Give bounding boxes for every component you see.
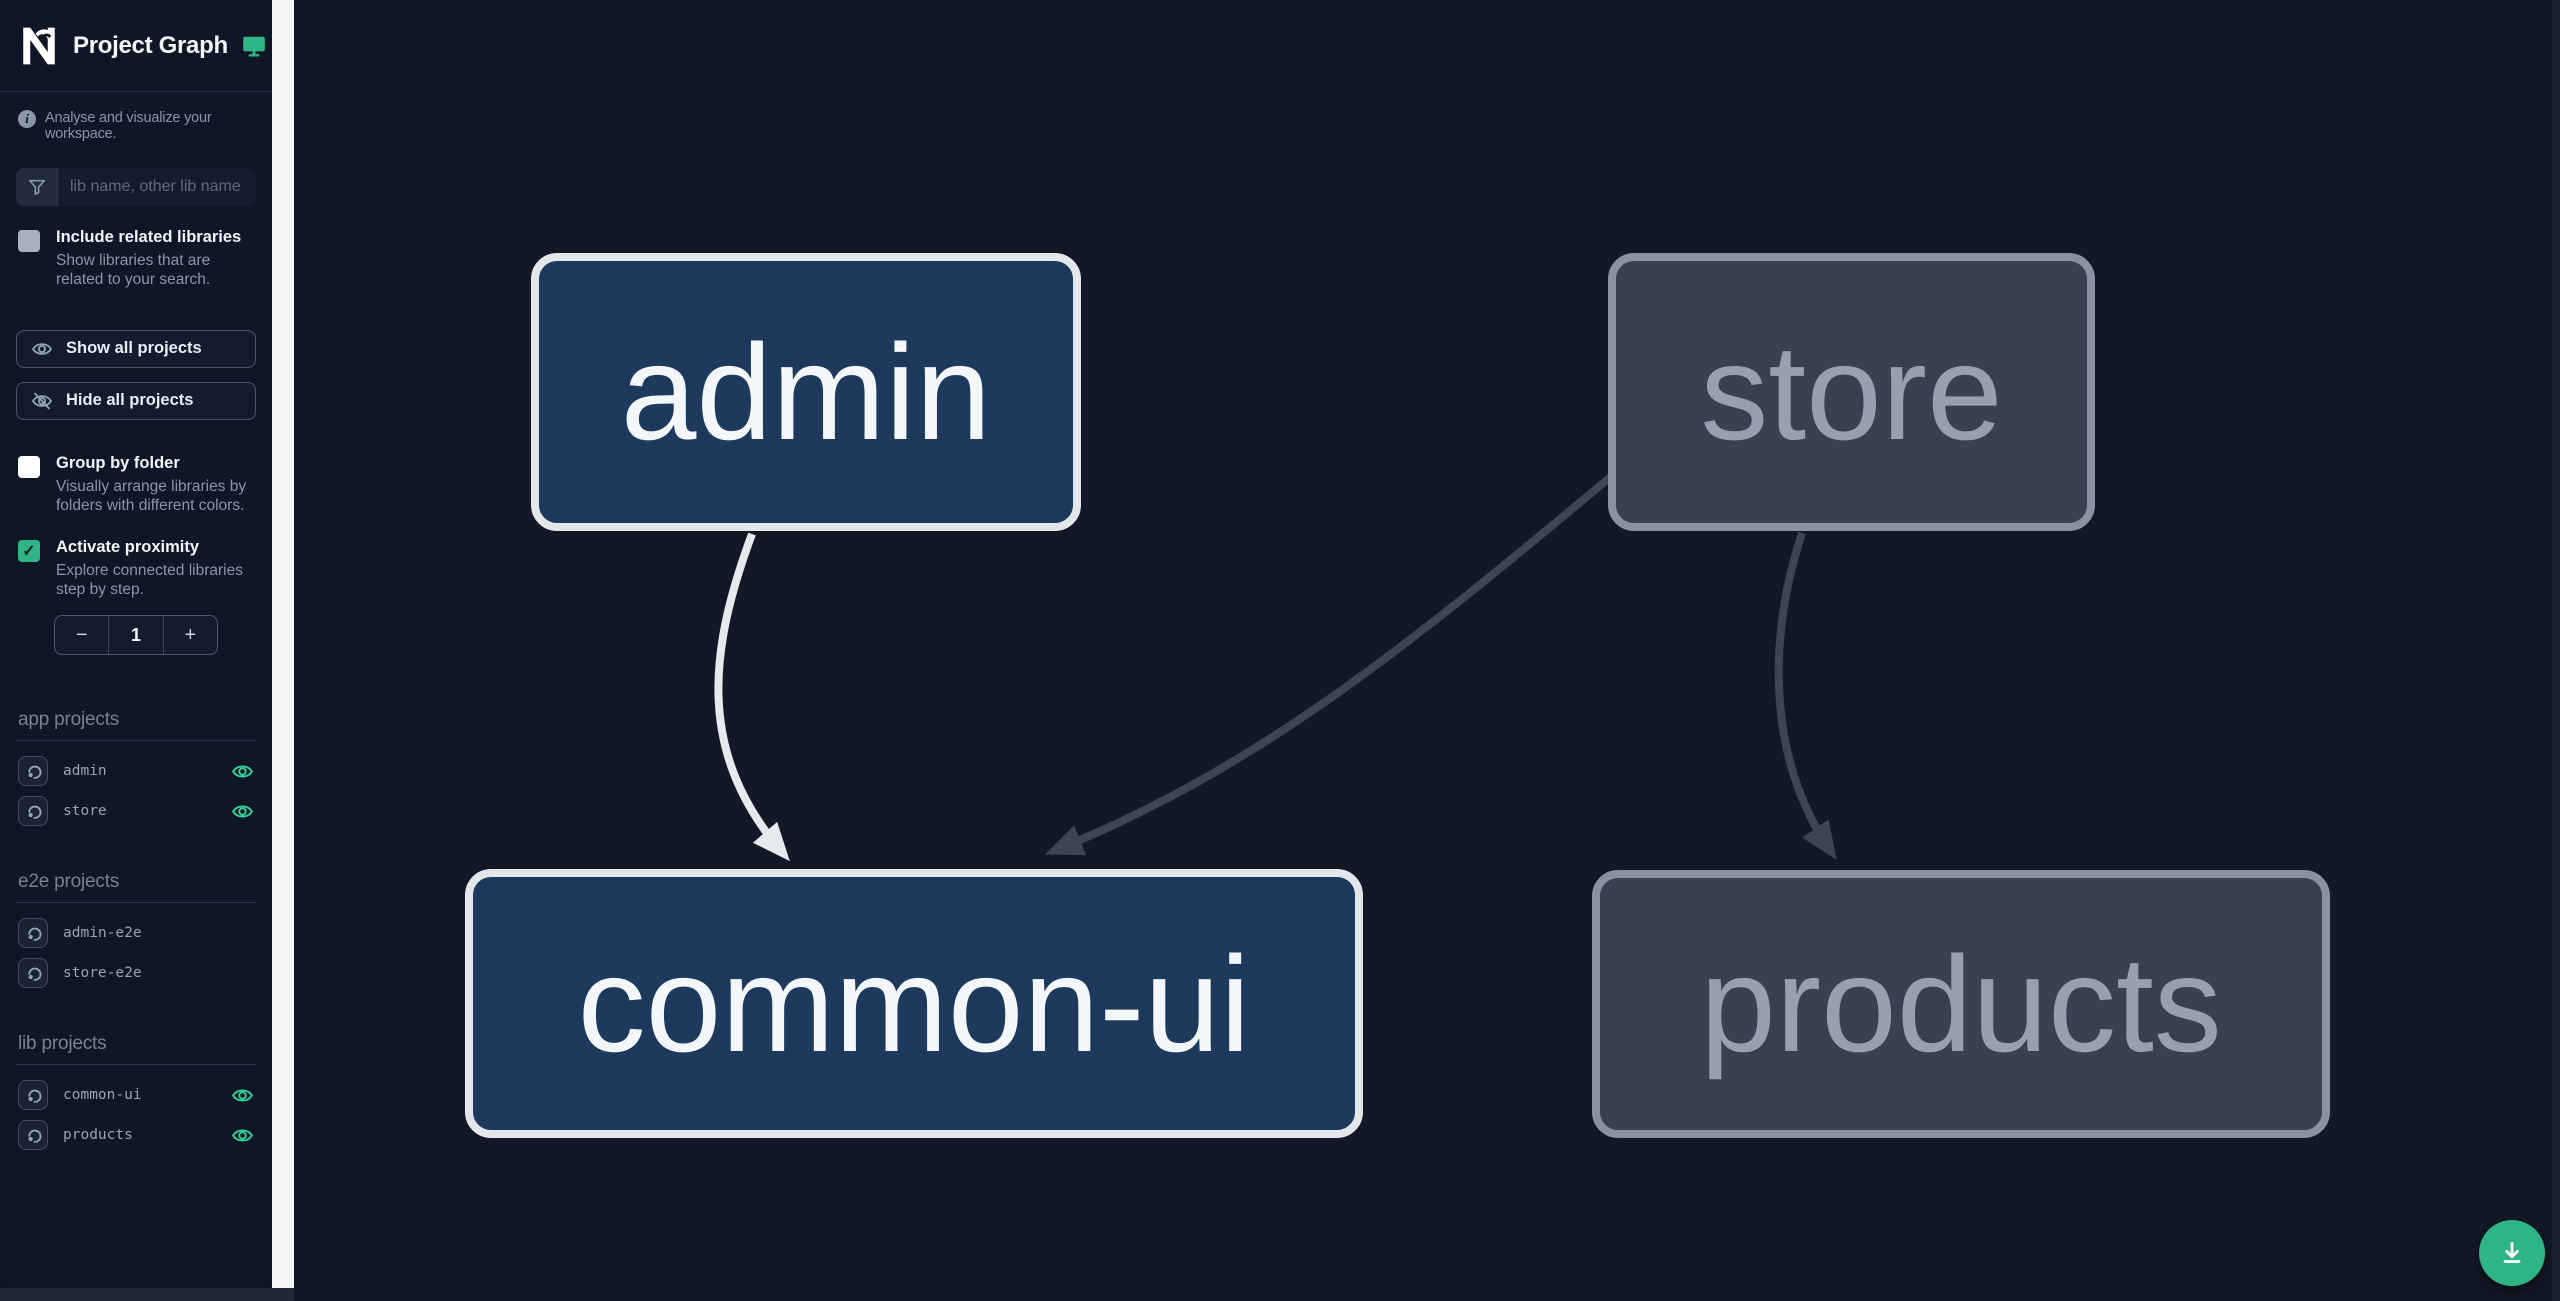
page-title: Project Graph [73, 31, 228, 59]
horizontal-scrollbar[interactable] [0, 1288, 294, 1301]
vertical-scrollbar[interactable] [2552, 0, 2560, 1301]
section-title: lib projects [16, 1033, 256, 1066]
project-item-store-e2e[interactable]: store-e2e [16, 953, 256, 993]
include-related-description: Show libraries that are related to your … [56, 252, 211, 289]
project-name: admin [63, 763, 107, 780]
sidebar-header: Project Graph [0, 0, 272, 92]
info-icon: i [18, 110, 36, 128]
project-item-store[interactable]: store [16, 791, 256, 831]
group-by-folder-label: Group by folder [56, 453, 180, 472]
project-item-admin-e2e[interactable]: admin-e2e [16, 913, 256, 953]
activate-proximity-label: Activate proximity [56, 537, 200, 556]
sidebar-divider[interactable] [272, 0, 294, 1288]
workspace-tagline: i Analyse and visualize your workspace. [18, 110, 254, 142]
node-products[interactable]: products [1592, 870, 2330, 1138]
sidebar: Project Graph i Analyse and visualize yo… [0, 0, 272, 1288]
node-store[interactable]: store [1608, 253, 2095, 531]
project-name: store [63, 803, 107, 820]
activate-proximity-row: Activate proximity Explore connected lib… [18, 538, 254, 600]
include-related-label: Include related libraries [56, 228, 242, 246]
activate-proximity-description: Explore connected libraries step by step… [56, 561, 243, 598]
edge-store-common-ui[interactable] [1044, 470, 1617, 856]
group-by-folder-row: Group by folder Visually arrange librari… [18, 454, 254, 516]
focus-project-icon[interactable] [18, 1120, 48, 1151]
proximity-value[interactable]: 1 [108, 616, 164, 655]
download-button[interactable] [2479, 1220, 2545, 1286]
eye-icon-store[interactable] [231, 800, 254, 823]
section-title: e2e projects [16, 871, 256, 904]
eye-icon-products[interactable] [231, 1124, 254, 1147]
connected-monitor-icon [242, 36, 265, 57]
tagline-text: Analyse and visualize your workspace. [45, 110, 212, 142]
hide-all-projects-button[interactable]: Hide all projects [16, 381, 256, 420]
edge-layer [714, 470, 1837, 862]
focus-project-icon[interactable] [18, 918, 48, 949]
filter-funnel-icon [16, 168, 58, 206]
edge-admin-common-ui[interactable] [714, 532, 790, 862]
nx-logo-icon [23, 27, 55, 64]
eye-icon-common-ui[interactable] [231, 1084, 254, 1107]
section-lib-projects: lib projects common-ui [16, 1033, 256, 1155]
project-name: admin-e2e [63, 925, 142, 942]
node-common-ui[interactable]: common-ui [465, 869, 1363, 1138]
section-app-projects: app projects admin [16, 709, 256, 831]
download-icon [2503, 1241, 2521, 1263]
graph-canvas[interactable]: admin store common-ui products [294, 0, 2560, 1301]
eye-off-icon [31, 392, 53, 410]
proximity-stepper: − 1 + [54, 615, 218, 656]
node-label: products [1700, 928, 2222, 1080]
section-e2e-projects: e2e projects admin-e2e store- [16, 871, 256, 993]
node-admin[interactable]: admin [531, 253, 1081, 531]
proximity-decrement-button[interactable]: − [55, 616, 108, 654]
project-item-common-ui[interactable]: common-ui [16, 1075, 256, 1115]
focus-project-icon[interactable] [18, 796, 48, 827]
search-input[interactable] [58, 168, 256, 206]
node-label: admin [620, 316, 992, 468]
eye-icon [31, 342, 53, 355]
show-all-projects-button[interactable]: Show all projects [16, 329, 256, 368]
show-all-label: Show all projects [66, 339, 202, 358]
include-related-checkbox[interactable] [18, 230, 40, 252]
project-item-admin[interactable]: admin [16, 751, 256, 791]
group-by-folder-checkbox[interactable] [18, 455, 40, 478]
focus-project-icon[interactable] [18, 756, 48, 787]
project-name: products [63, 1127, 133, 1144]
include-related-row: Include related libraries Show libraries… [18, 228, 254, 290]
eye-icon-admin[interactable] [231, 760, 254, 783]
project-name: store-e2e [63, 965, 142, 982]
edge-store-products[interactable] [1774, 531, 1837, 860]
node-label: store [1700, 316, 2003, 468]
project-item-products[interactable]: products [16, 1115, 256, 1155]
group-by-folder-description: Visually arrange libraries by folders wi… [56, 477, 247, 515]
search-box [16, 168, 256, 206]
proximity-increment-button[interactable]: + [164, 616, 217, 654]
project-name: common-ui [63, 1087, 142, 1104]
section-title: app projects [16, 709, 256, 742]
hide-all-label: Hide all projects [66, 391, 194, 410]
focus-project-icon[interactable] [18, 1080, 48, 1111]
focus-project-icon[interactable] [18, 958, 48, 989]
activate-proximity-checkbox[interactable] [18, 539, 40, 562]
node-label: common-ui [577, 927, 1251, 1080]
